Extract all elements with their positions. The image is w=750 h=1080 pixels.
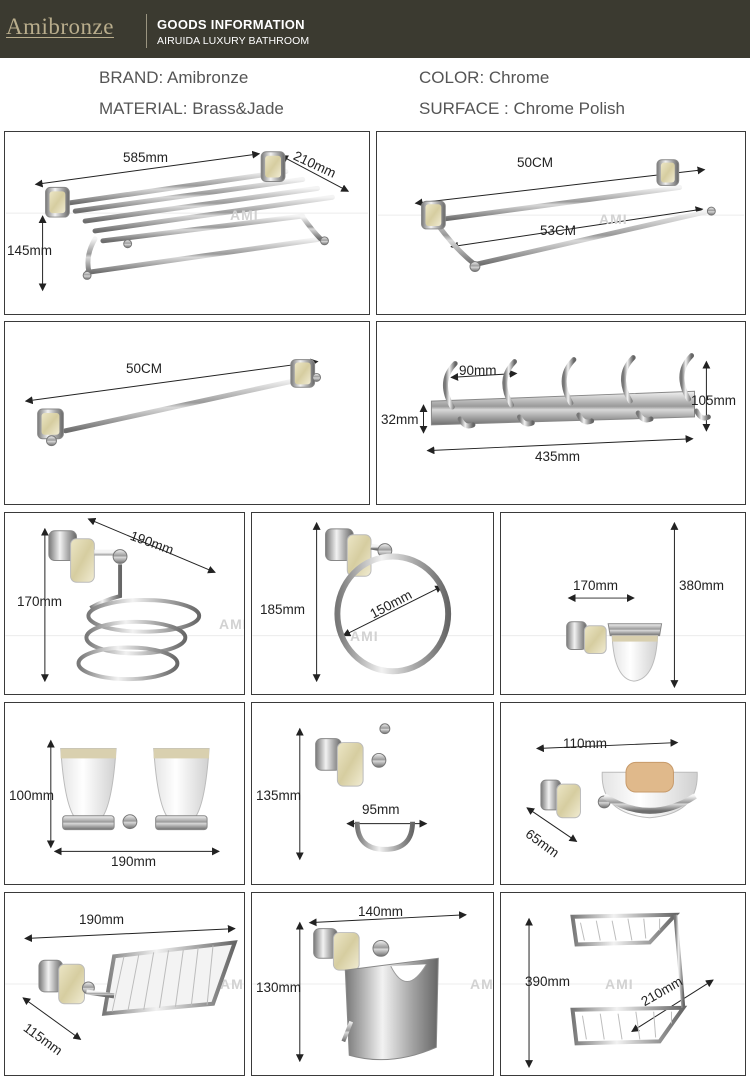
soap-basket-image (5, 924, 244, 1040)
watermark: AMI (350, 628, 379, 644)
dim-label: 110mm (563, 736, 608, 751)
dim-label: 130mm (256, 980, 302, 995)
dim-label: 135mm (256, 788, 302, 803)
product-towel-ring: 185mm 150mm AMI (251, 512, 494, 695)
header-divider (146, 14, 147, 48)
double-towel-bar-image (378, 159, 744, 272)
dim-label: 585mm (123, 150, 169, 165)
towel-ring-image (252, 521, 493, 683)
dim-label: 50CM (126, 361, 163, 376)
dim-label: 185mm (260, 602, 306, 617)
dim-label: 50CM (517, 155, 554, 170)
dim-label: 390mm (525, 974, 571, 989)
dim-label: 100mm (9, 788, 55, 803)
dim-label: 105mm (691, 393, 737, 408)
dim-label: 95mm (362, 802, 400, 817)
product-hair-dryer-holder: 190mm 170mm AMI (4, 512, 245, 695)
product-soap-dish: 110mm 65mm (500, 702, 746, 885)
hair-dryer-holder-image (5, 517, 244, 683)
corner-basket-image (501, 912, 745, 1069)
watermark: AMI (605, 976, 634, 992)
brand-logo: Amibronze (6, 14, 114, 39)
robe-hooks-image (419, 353, 711, 455)
dim-label: 140mm (358, 904, 404, 919)
product-double-tumbler: 100mm 190mm (4, 702, 245, 885)
product-towel-rack: 585mm 210mm 145mm AMI (4, 131, 370, 315)
robe-hook-single-image (295, 723, 428, 861)
dim-label: 145mm (7, 243, 53, 258)
product-double-towel-bar: 50CM 53CM AMI (376, 131, 746, 315)
dim-label: 190mm (79, 912, 125, 927)
product-paper-holder: 140mm 130mm AMI (251, 892, 494, 1076)
soap-dish-image (526, 738, 698, 843)
dim-label: 170mm (17, 594, 63, 609)
header-bar: Amibronze GOODS INFORMATION AIRUIDA LUXU… (0, 0, 750, 58)
info-surface: SURFACE : Chrome Polish (419, 99, 625, 118)
watermark: AMI (220, 976, 244, 992)
info-material: MATERIAL: Brass&Jade (99, 99, 284, 118)
info-color: COLOR: Chrome (419, 68, 550, 87)
single-towel-bar-image (24, 358, 322, 447)
product-robe-hook-single: 135mm 95mm (251, 702, 494, 885)
dim-label: 380mm (679, 578, 725, 593)
dim-label: 170mm (573, 578, 619, 593)
product-soap-basket: 190mm 115mm AMI (4, 892, 245, 1076)
product-single-towel-bar: 50CM (4, 321, 370, 505)
info-brand: BRAND: Amibronze (99, 68, 249, 87)
header-title: GOODS INFORMATION (157, 17, 305, 32)
dim-label: 435mm (535, 449, 581, 464)
product-corner-basket: 390mm 210mm AMI (500, 892, 746, 1076)
dim-label: 90mm (459, 363, 497, 378)
double-tumbler-image (46, 739, 220, 856)
dim-label: 53CM (540, 223, 577, 238)
watermark: AMI (470, 976, 494, 992)
watermark: AMI (230, 207, 259, 223)
watermark: AMI (219, 616, 245, 632)
dim-label: 190mm (111, 854, 157, 869)
paper-holder-image (252, 911, 493, 1063)
dim-label: 32mm (381, 412, 419, 427)
toilet-brush-image (501, 514, 745, 689)
header-subtitle: AIRUIDA LUXURY BATHROOM (157, 35, 310, 47)
product-toilet-brush: 170mm 380mm (500, 512, 746, 695)
watermark: AMI (599, 211, 628, 227)
product-robe-hooks: 90mm 105mm 32mm 435mm (376, 321, 746, 505)
towel-rack-image (5, 150, 369, 292)
